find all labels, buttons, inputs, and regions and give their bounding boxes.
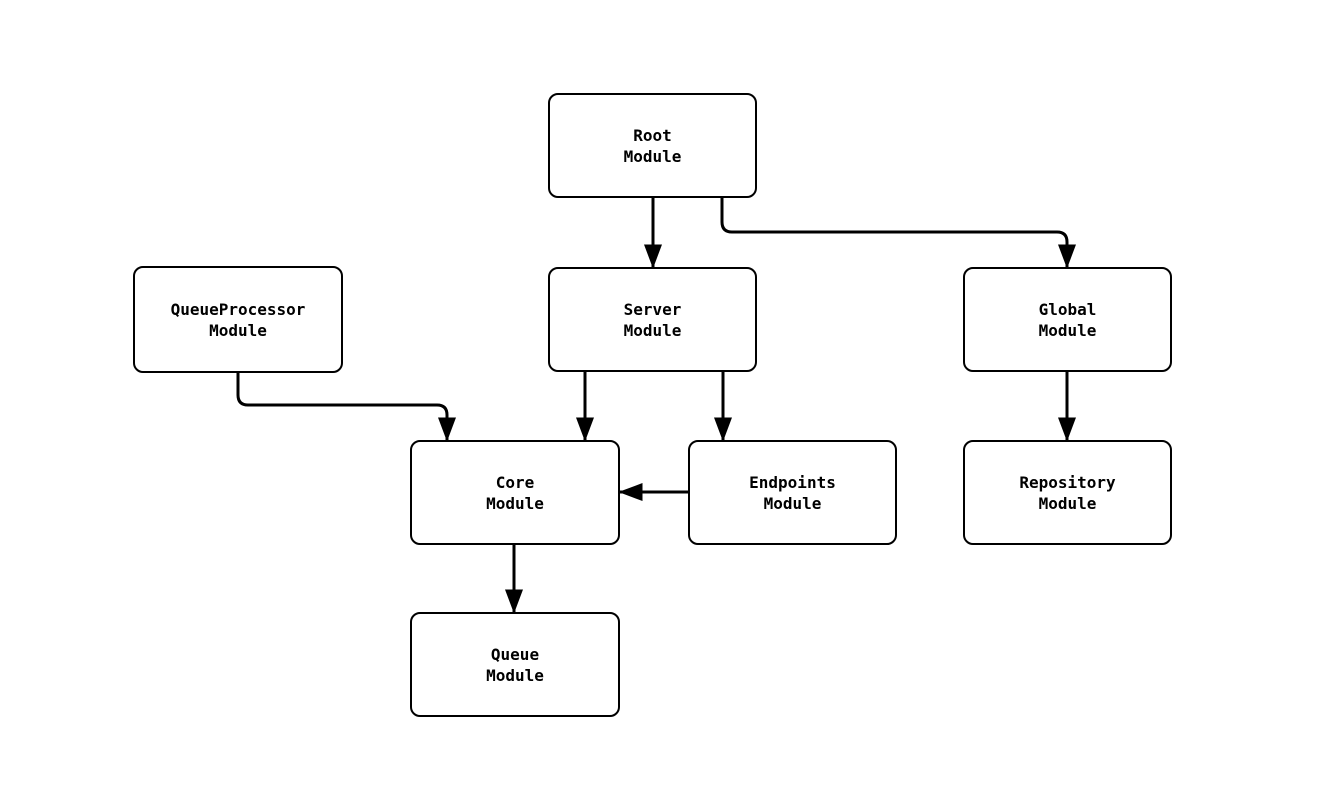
node-root: Root Module — [548, 93, 757, 198]
node-global: Global Module — [963, 267, 1172, 372]
node-server: Server Module — [548, 267, 757, 372]
edge-queueprocessor-to-core — [236, 373, 456, 442]
node-core: Core Module — [410, 440, 620, 545]
node-queue: Queue Module — [410, 612, 620, 717]
node-queueprocessor: QueueProcessor Module — [133, 266, 343, 373]
node-repository: Repository Module — [963, 440, 1172, 545]
node-endpoints: Endpoints Module — [688, 440, 897, 545]
edge-root-to-global — [720, 198, 1076, 269]
